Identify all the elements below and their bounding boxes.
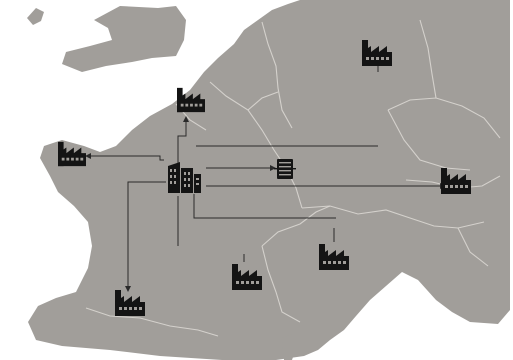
land-layer xyxy=(27,0,510,360)
server-rack-icon[interactable] xyxy=(274,159,296,179)
denmark-landmass xyxy=(318,0,348,22)
link-hub-to-channel-coast xyxy=(177,120,187,170)
supply-links xyxy=(85,66,446,292)
continent-landmass xyxy=(28,0,510,360)
arrowhead-channel-coast xyxy=(183,116,189,122)
ireland-landmass xyxy=(27,8,44,25)
link-hub-to-southwest xyxy=(127,181,166,288)
link-hub-to-brittany xyxy=(88,155,164,161)
country-borders xyxy=(85,19,501,337)
arrowhead-datacenter xyxy=(270,165,276,171)
link-hub-to-italy-lower xyxy=(193,194,336,219)
arrowhead-brittany xyxy=(85,153,91,159)
corsica-landmass xyxy=(282,334,296,360)
great-britain-landmass xyxy=(62,6,186,72)
arrowhead-southwest xyxy=(125,286,131,292)
